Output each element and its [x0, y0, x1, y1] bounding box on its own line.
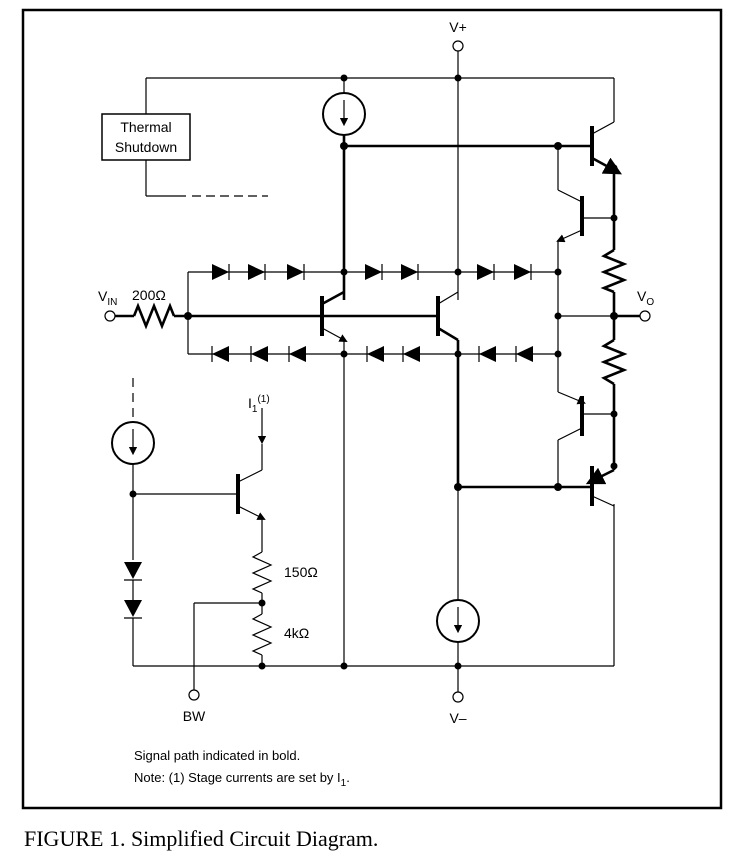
- input-transistor-left: [320, 290, 348, 666]
- v-plus-terminal: [452, 40, 464, 52]
- bottom-rail: [133, 504, 615, 692]
- input-transistor-right: [436, 291, 592, 491]
- thermal-control-line: [145, 160, 268, 197]
- bias-transistor-lower: [557, 391, 618, 441]
- output-resistor-upper: [600, 248, 628, 340]
- current-source-bottom: [436, 487, 480, 666]
- thermal-label-line2: Shutdown: [115, 139, 177, 155]
- figure-caption: FIGURE 1. Simplified Circuit Diagram.: [24, 826, 378, 851]
- output-stage-bias-column: [554, 146, 614, 487]
- top-rail: [145, 51, 615, 300]
- r-150-label: 150Ω: [284, 564, 318, 580]
- thermal-label-line1: Thermal: [120, 119, 171, 135]
- v-minus-terminal: [452, 691, 464, 703]
- bias-transistor-upper: [556, 196, 618, 243]
- figure-frame: [21, 8, 723, 810]
- bias-transistor-left: [133, 408, 267, 552]
- note-signal-path: Signal path indicated in bold.: [134, 748, 300, 763]
- v-in-label: VIN: [98, 288, 117, 308]
- bw-label: BW: [183, 708, 206, 724]
- current-source-top: [322, 78, 366, 136]
- bw-line: [193, 602, 262, 690]
- output-transistor-upper: [590, 121, 622, 250]
- r-in-label: 200Ω: [132, 287, 166, 303]
- output-node: [610, 312, 640, 320]
- v-in-terminal: [104, 310, 116, 322]
- bw-terminal: [188, 689, 200, 701]
- i1-label: I1(1): [248, 394, 270, 415]
- v-out-terminal: [639, 310, 651, 322]
- lower-diode-string: [187, 316, 562, 362]
- note-stage-currents: Note: (1) Stage currents are set by I1.: [134, 770, 350, 789]
- input-resistor-200: [115, 302, 438, 330]
- bias-diodes-left: [124, 562, 142, 666]
- output-transistor-lower: [585, 462, 618, 507]
- v-minus-label: V–: [449, 710, 466, 726]
- driver-node-bold: [340, 135, 590, 300]
- r-4k-label: 4kΩ: [284, 625, 309, 641]
- upper-diode-string: [187, 264, 562, 316]
- current-source-left: [111, 378, 155, 560]
- v-out-label: VO: [637, 288, 654, 308]
- output-resistor-lower: [600, 338, 628, 470]
- v-plus-label: V+: [449, 19, 467, 35]
